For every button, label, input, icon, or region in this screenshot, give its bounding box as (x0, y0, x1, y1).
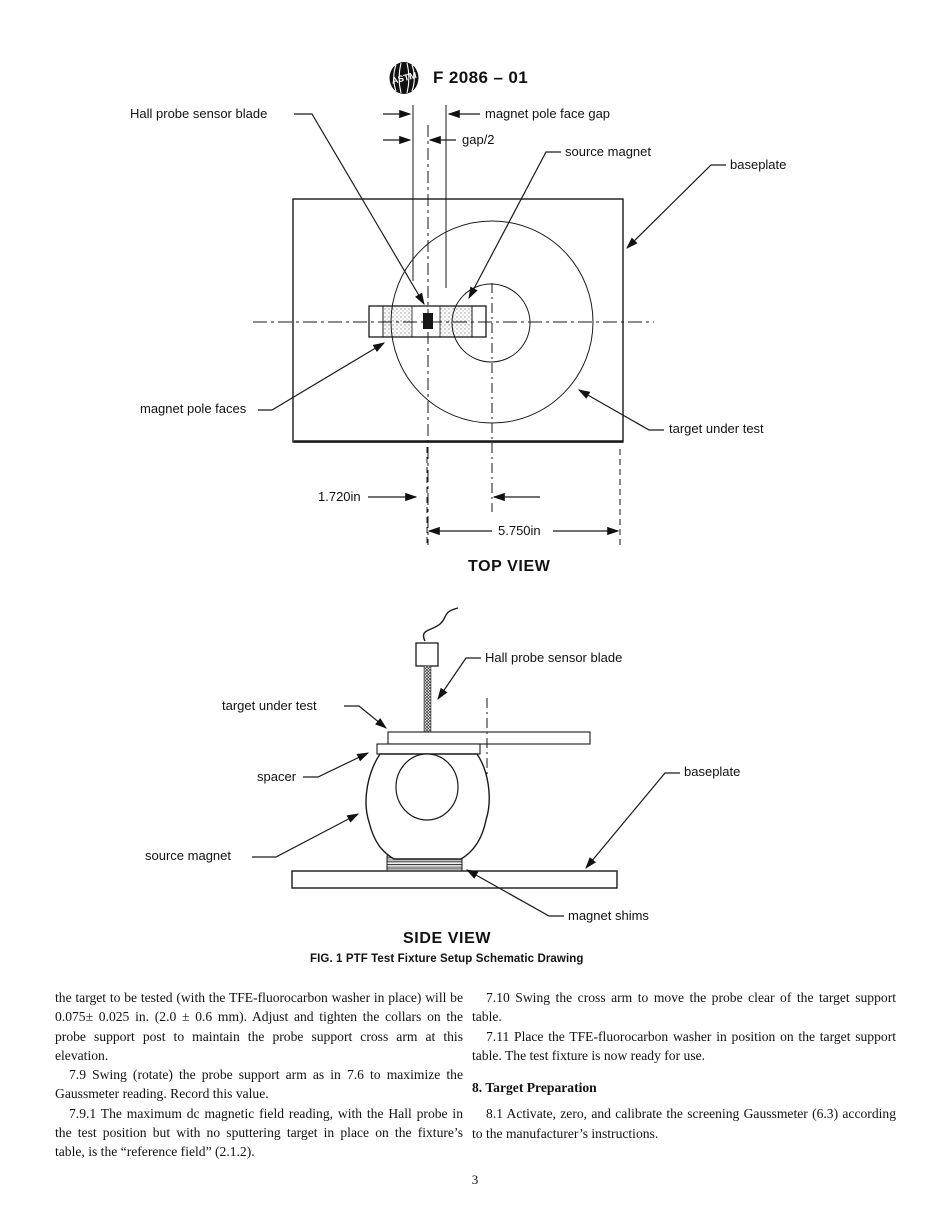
label-pole-faces: magnet pole faces (140, 401, 247, 416)
baseplate-side (291, 870, 618, 889)
document-code: F 2086 – 01 (433, 68, 529, 87)
probe-cable (422, 607, 459, 642)
spacer-plate (376, 743, 481, 755)
label-gap-half: gap/2 (462, 132, 495, 147)
page-number: 3 (471, 1172, 479, 1187)
leader-target-top (577, 389, 664, 431)
leader-source-magnet-side (252, 813, 360, 858)
dimension-probe-offset: 1.720in (318, 489, 361, 504)
top-view-drawing (253, 105, 726, 545)
label-hall-probe-side: Hall probe sensor blade (485, 650, 623, 665)
baseplate-outline (292, 198, 624, 443)
paragraph-7-11: 7.11 Place the TFE-fluorocarbon washer i… (472, 1028, 896, 1063)
label-target-side: target under test (222, 698, 317, 713)
paragraph-8-1: 8.1 Activate, zero, and calibrate the sc… (472, 1106, 896, 1141)
paragraph-7-10: 7.10 Swing the cross arm to move the pro… (472, 990, 896, 1025)
label-baseplate-side: baseplate (684, 764, 741, 779)
paragraph-continuation: the target to be tested (with the TFE-fl… (55, 990, 463, 1063)
astm-logo-icon: ASTM (389, 62, 419, 94)
dimension-plate-width: 5.750in (498, 523, 541, 538)
label-baseplate-top: baseplate (730, 157, 787, 172)
label-source-magnet-top: source magnet (565, 144, 651, 159)
source-magnet-hole (395, 753, 459, 821)
probe-holder (415, 642, 439, 667)
top-view-title: TOP VIEW (468, 558, 551, 575)
probe-blade (423, 665, 432, 733)
label-source-magnet-side: source magnet (145, 848, 231, 863)
side-view-title: SIDE VIEW (403, 930, 492, 947)
right-column: 7.10 Swing the cross arm to move the pro… (472, 988, 896, 1143)
figure-caption: FIG. 1 PTF Test Fixture Setup Schematic … (310, 953, 584, 965)
leader-source-magnet-top (468, 151, 561, 300)
label-magnet-shims: magnet shims (568, 908, 649, 923)
label-spacer: spacer (257, 769, 297, 784)
leader-pole-faces (258, 342, 386, 411)
target-plate (387, 731, 591, 745)
leader-target-side (344, 705, 387, 729)
paragraph-7-9-1: 7.9.1 The maximum dc magnetic field read… (55, 1105, 463, 1160)
left-column: the target to be tested (with the TFE-fl… (55, 988, 463, 1162)
label-hall-probe-top: Hall probe sensor blade (130, 106, 268, 121)
ptf-test-fixture-schematic (252, 105, 726, 917)
label-pole-face-gap: magnet pole face gap (485, 106, 611, 121)
leader-hall-probe-side (437, 657, 481, 700)
section-heading-target-preparation: 8. Target Preparation (472, 1080, 597, 1096)
paragraph-7-9: 7.9 Swing (rotate) the probe support arm… (55, 1067, 463, 1102)
leader-hall-probe-top (294, 113, 425, 306)
target-inner-circle (451, 283, 531, 363)
leader-magnet-shims (465, 869, 564, 917)
label-target-top: target under test (669, 421, 764, 436)
leader-spacer (303, 752, 370, 778)
leader-baseplate-side (585, 772, 680, 869)
leader-baseplate-top (626, 164, 726, 249)
side-view-drawing (252, 607, 680, 917)
